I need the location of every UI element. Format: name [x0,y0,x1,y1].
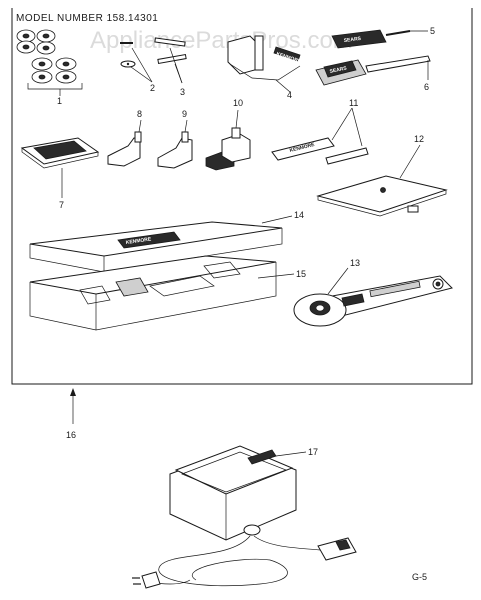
callout-8: 8 [137,109,142,119]
callout-1: 1 [57,96,62,106]
callout-16-arrow [70,388,76,396]
callout-5: 5 [430,26,435,36]
page-id: G-5 [412,572,427,582]
callout-4: 4 [287,90,292,100]
accessory-kit-frame [11,8,473,385]
part-6-print: SEARS [329,65,348,75]
part-12-cover-plate[interactable] [316,144,448,217]
callout-14: 14 [294,210,304,220]
callout-9: 9 [182,109,187,119]
callout-11: 11 [349,98,358,108]
part-14-print: KENMORE [125,236,152,246]
part-14-box-lid[interactable]: KENMORE [29,215,293,273]
callout-10: 10 [233,98,243,108]
part-1-bobbins[interactable] [16,29,83,96]
part-9-zipper-foot[interactable] [157,119,193,169]
part-2-spool-pin[interactable] [120,42,153,83]
part-5-print: SEARS [344,36,362,44]
part-8-presser-foot[interactable] [107,119,142,167]
part-17-foot-controller[interactable] [132,445,357,589]
callout-2: 2 [150,83,155,93]
part-7-template[interactable] [20,137,100,198]
callout-13: 13 [350,258,360,268]
callout-12: 12 [414,134,424,144]
part-6-screwdriver[interactable]: SEARS [315,55,431,86]
callout-6: 6 [424,82,429,92]
callout-17: 17 [308,447,318,457]
callout-7: 7 [59,200,64,210]
part-3-screws[interactable] [154,37,187,84]
part-15-box-base[interactable] [29,255,295,331]
watermark: AppliancePartsPros.com [90,27,353,54]
callout-3: 3 [180,87,185,97]
callout-16: 16 [66,430,76,440]
callout-15: 15 [296,269,306,279]
part-10-buttonhole-foot[interactable] [205,109,251,171]
part-5-screwdriver[interactable]: SEARS [331,29,428,49]
part-11-oiler-brush[interactable]: KENMORE [271,107,369,165]
model-number: MODEL NUMBER 158.14301 [16,13,158,24]
part-13-circular-guide[interactable] [293,267,453,327]
